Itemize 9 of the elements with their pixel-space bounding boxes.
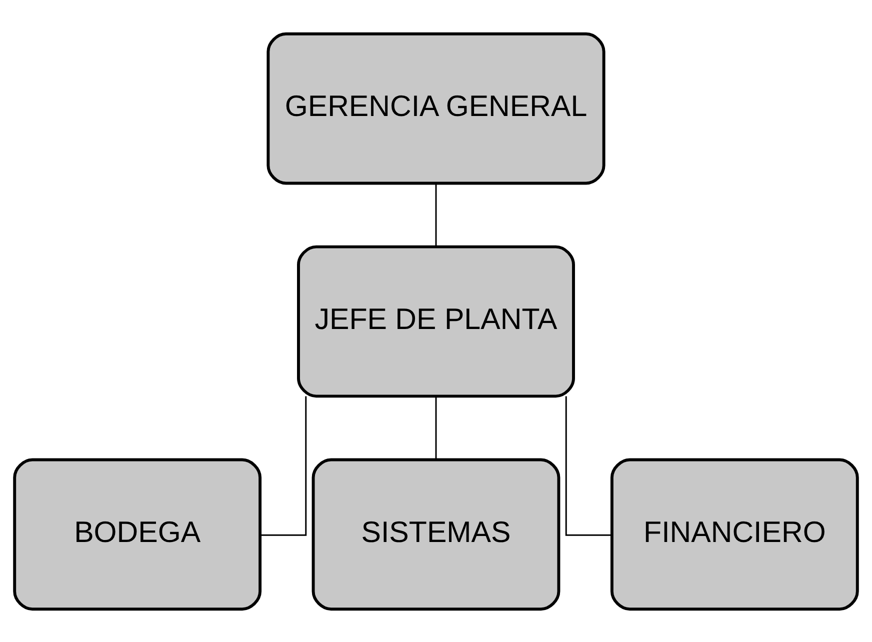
- node-box: JEFE DE PLANTA: [297, 244, 575, 398]
- connector: [435, 183, 437, 246]
- connector: [260, 396, 307, 536]
- connector: [435, 396, 437, 459]
- node-box: BODEGA: [13, 458, 262, 610]
- node-box: SISTEMAS: [312, 458, 560, 610]
- node-box: GERENCIA GENERAL: [266, 32, 606, 184]
- connector: [565, 396, 612, 536]
- node-box: FINANCIERO: [610, 458, 859, 610]
